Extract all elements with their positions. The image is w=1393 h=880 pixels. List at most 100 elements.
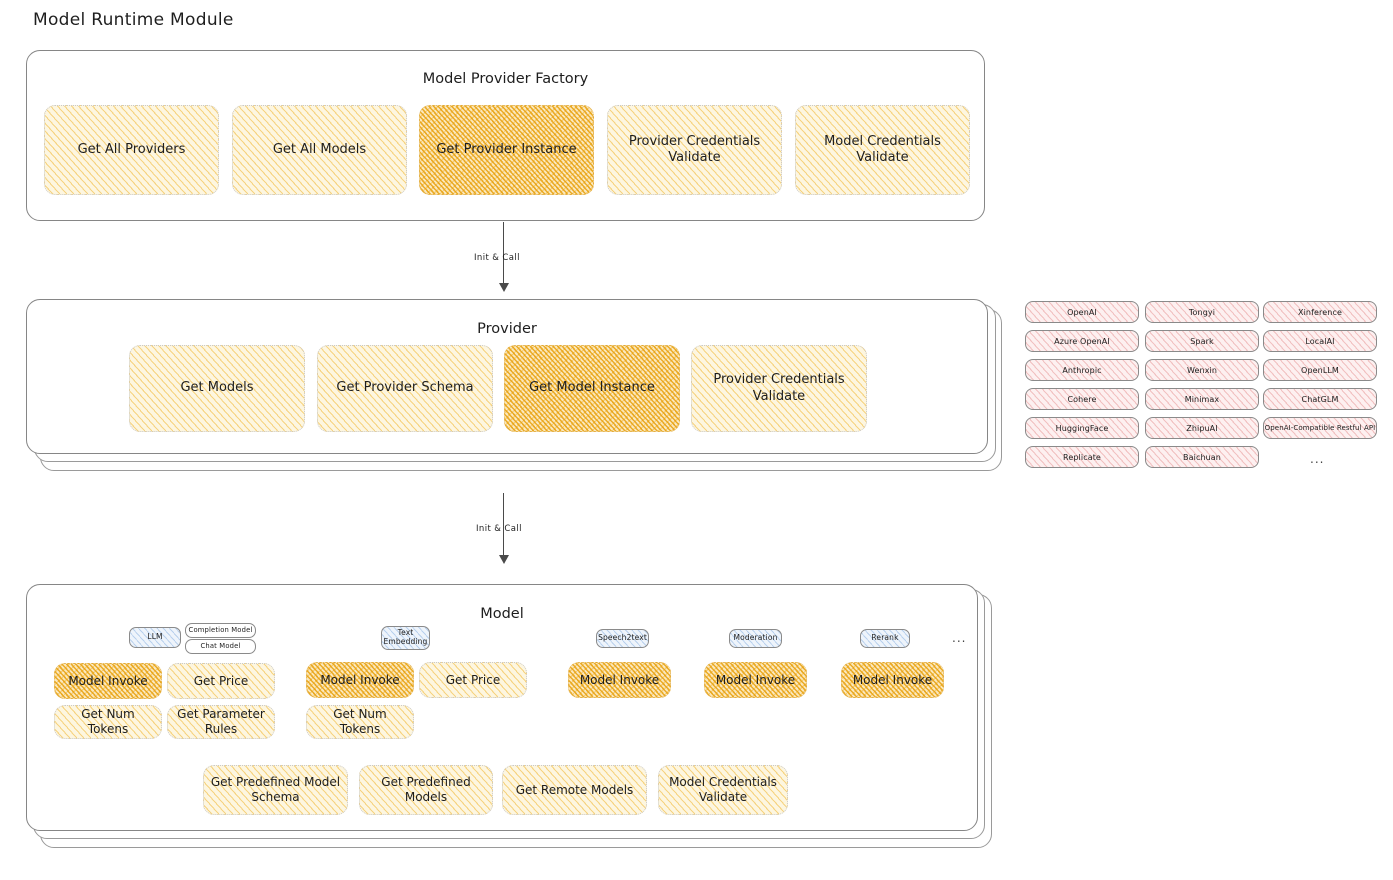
provider-method-get-model-instance[interactable]: Get Model Instance (504, 345, 680, 432)
provider-chip-azure-openai[interactable]: Azure OpenAI (1025, 330, 1139, 352)
provider-chip-tongyi[interactable]: Tongyi (1145, 301, 1259, 323)
provider-method-get-provider-schema[interactable]: Get Provider Schema (317, 345, 493, 432)
factory-method-label: Get All Models (272, 141, 367, 157)
model-method-label: Get Num Tokens (333, 707, 387, 736)
model-common-method-get-predefined-model-schema[interactable]: Get Predefined Model Schema (203, 765, 348, 815)
model-common-method-get-predefined-models[interactable]: Get Predefined Models (359, 765, 493, 815)
provider-method-get-models[interactable]: Get Models (129, 345, 305, 432)
provider-chip-label: Xinference (1298, 307, 1342, 317)
provider-chip-label: Baichuan (1183, 452, 1221, 462)
model-type-badge-llm[interactable]: LLM (129, 627, 181, 648)
model-common-method-label: Get Remote Models (515, 782, 634, 797)
model-type-label: Text Embedding (383, 628, 428, 646)
model-method-text-embedding-get-price[interactable]: Get Price (419, 662, 527, 698)
provider-chip-label: ZhipuAI (1186, 423, 1218, 433)
provider-chip-openllm[interactable]: OpenLLM (1263, 359, 1377, 381)
model-type-label: Rerank (871, 633, 899, 643)
model-subtype-label: Chat Model (200, 641, 241, 650)
provider-chip-label: Wenxin (1186, 365, 1218, 375)
provider-method-provider-credentials-validate[interactable]: Provider Credentials Validate (691, 345, 867, 432)
model-method-text-embedding-get-num-tokens[interactable]: Get Num Tokens (306, 705, 414, 739)
model-method-label: Model Invoke (320, 672, 400, 687)
provider-chip-label: ChatGLM (1301, 394, 1339, 404)
connector-line-factory-to-provider (503, 222, 505, 288)
model-type-label: Moderation (733, 633, 778, 643)
provider-chip-label: Anthropic (1062, 365, 1102, 375)
provider-chip-label: OpenLLM (1301, 365, 1339, 375)
provider-chip-spark[interactable]: Spark (1145, 330, 1259, 352)
provider-chip-label: Tongyi (1188, 307, 1216, 317)
model-method-label: Get Price (445, 672, 501, 687)
provider-chip-label: Spark (1190, 336, 1214, 346)
provider-chip-minimax[interactable]: Minimax (1145, 388, 1259, 410)
provider-title: Provider (477, 321, 537, 337)
model-common-method-label: Get Predefined Model Schema (210, 775, 341, 804)
model-common-method-label: Get Predefined Models (381, 775, 471, 804)
provider-chip-localai[interactable]: LocalAI (1263, 330, 1377, 352)
provider-chip-label: HuggingFace (1055, 423, 1109, 433)
provider-method-label: Get Models (180, 380, 254, 396)
model-method-label: Model Invoke (852, 672, 933, 687)
provider-chip-openai-compatible-restful-api[interactable]: OpenAI-Compatible Restful API (1263, 417, 1377, 439)
model-method-llm-get-price[interactable]: Get Price (167, 663, 275, 699)
model-method-llm-get-parameter-rules[interactable]: Get Parameter Rules (167, 705, 275, 739)
model-method-rerank-model-invoke[interactable]: Model Invoke (841, 662, 944, 698)
model-common-method-model-credentials-validate[interactable]: Model Credentials Validate (658, 765, 788, 815)
provider-chip-label: Azure OpenAI (1054, 336, 1110, 346)
provider-chip-label: Replicate (1063, 452, 1101, 462)
provider-chip-label: LocalAI (1305, 336, 1335, 346)
model-type-badge-moderation[interactable]: Moderation (729, 629, 782, 648)
provider-method-label: Get Provider Schema (336, 380, 474, 396)
provider-chip-label: OpenAI-Compatible Restful API (1264, 424, 1376, 432)
provider-chip-xinference[interactable]: Xinference (1263, 301, 1377, 323)
model-method-text-embedding-model-invoke[interactable]: Model Invoke (306, 662, 414, 698)
connector-label-init-call-2: Init & Call (476, 524, 522, 534)
provider-chip-openai[interactable]: OpenAI (1025, 301, 1139, 323)
factory-method-provider-credentials-validate[interactable]: Provider Credentials Validate (607, 105, 782, 195)
model-types-more-ellipsis: ... (952, 631, 967, 645)
model-subtype-label: Completion Model (188, 625, 253, 634)
model-type-label: LLM (147, 632, 163, 642)
factory-method-get-all-models[interactable]: Get All Models (232, 105, 407, 195)
connector-label-init-call-1: Init & Call (474, 253, 520, 263)
model-title: Model (480, 606, 524, 622)
provider-chip-zhipuai[interactable]: ZhipuAI (1145, 417, 1259, 439)
model-method-moderation-model-invoke[interactable]: Model Invoke (704, 662, 807, 698)
model-common-method-label: Model Credentials Validate (669, 775, 777, 804)
model-type-badge-speech2text[interactable]: Speech2text (596, 629, 649, 648)
factory-method-get-all-providers[interactable]: Get All Providers (44, 105, 219, 195)
model-common-method-get-remote-models[interactable]: Get Remote Models (502, 765, 647, 815)
model-method-label: Model Invoke (579, 672, 660, 687)
model-type-label: Speech2text (598, 633, 647, 643)
model-subtype-chat-model[interactable]: Chat Model (185, 639, 256, 654)
provider-chip-cohere[interactable]: Cohere (1025, 388, 1139, 410)
model-type-badge-text-embedding[interactable]: Text Embedding (381, 626, 430, 650)
factory-method-label: Provider Credentials Validate (628, 133, 761, 165)
factory-method-get-provider-instance[interactable]: Get Provider Instance (419, 105, 594, 195)
model-type-badge-rerank[interactable]: Rerank (860, 629, 910, 648)
connector-line-provider-to-model (503, 493, 505, 559)
model-method-speech2text-model-invoke[interactable]: Model Invoke (568, 662, 671, 698)
connector-arrowhead-provider-to-model (499, 555, 509, 564)
factory-method-label: Get Provider Instance (436, 141, 577, 157)
provider-chip-label: Minimax (1184, 394, 1220, 404)
provider-method-label: Provider Credentials Validate (713, 372, 845, 404)
model-subtype-completion-model[interactable]: Completion Model (185, 623, 256, 638)
provider-chip-wenxin[interactable]: Wenxin (1145, 359, 1259, 381)
model-method-llm-model-invoke[interactable]: Model Invoke (54, 663, 162, 699)
factory-method-label: Model Credentials Validate (824, 133, 941, 165)
provider-chip-chatglm[interactable]: ChatGLM (1263, 388, 1377, 410)
provider-method-label: Get Model Instance (529, 380, 655, 396)
provider-chip-baichuan[interactable]: Baichuan (1145, 446, 1259, 468)
model-method-label: Get Price (193, 673, 249, 688)
factory-method-label: Get All Providers (77, 141, 186, 157)
connector-arrowhead-factory-to-provider (499, 283, 509, 292)
model-provider-factory-title: Model Provider Factory (422, 71, 589, 87)
provider-chip-replicate[interactable]: Replicate (1025, 446, 1139, 468)
page-title: Model Runtime Module (33, 10, 234, 30)
provider-chip-anthropic[interactable]: Anthropic (1025, 359, 1139, 381)
provider-chip-huggingface[interactable]: HuggingFace (1025, 417, 1139, 439)
factory-method-model-credentials-validate[interactable]: Model Credentials Validate (795, 105, 970, 195)
provider-list-more-ellipsis: ... (1310, 452, 1325, 466)
model-method-llm-get-num-tokens[interactable]: Get Num Tokens (54, 705, 162, 739)
